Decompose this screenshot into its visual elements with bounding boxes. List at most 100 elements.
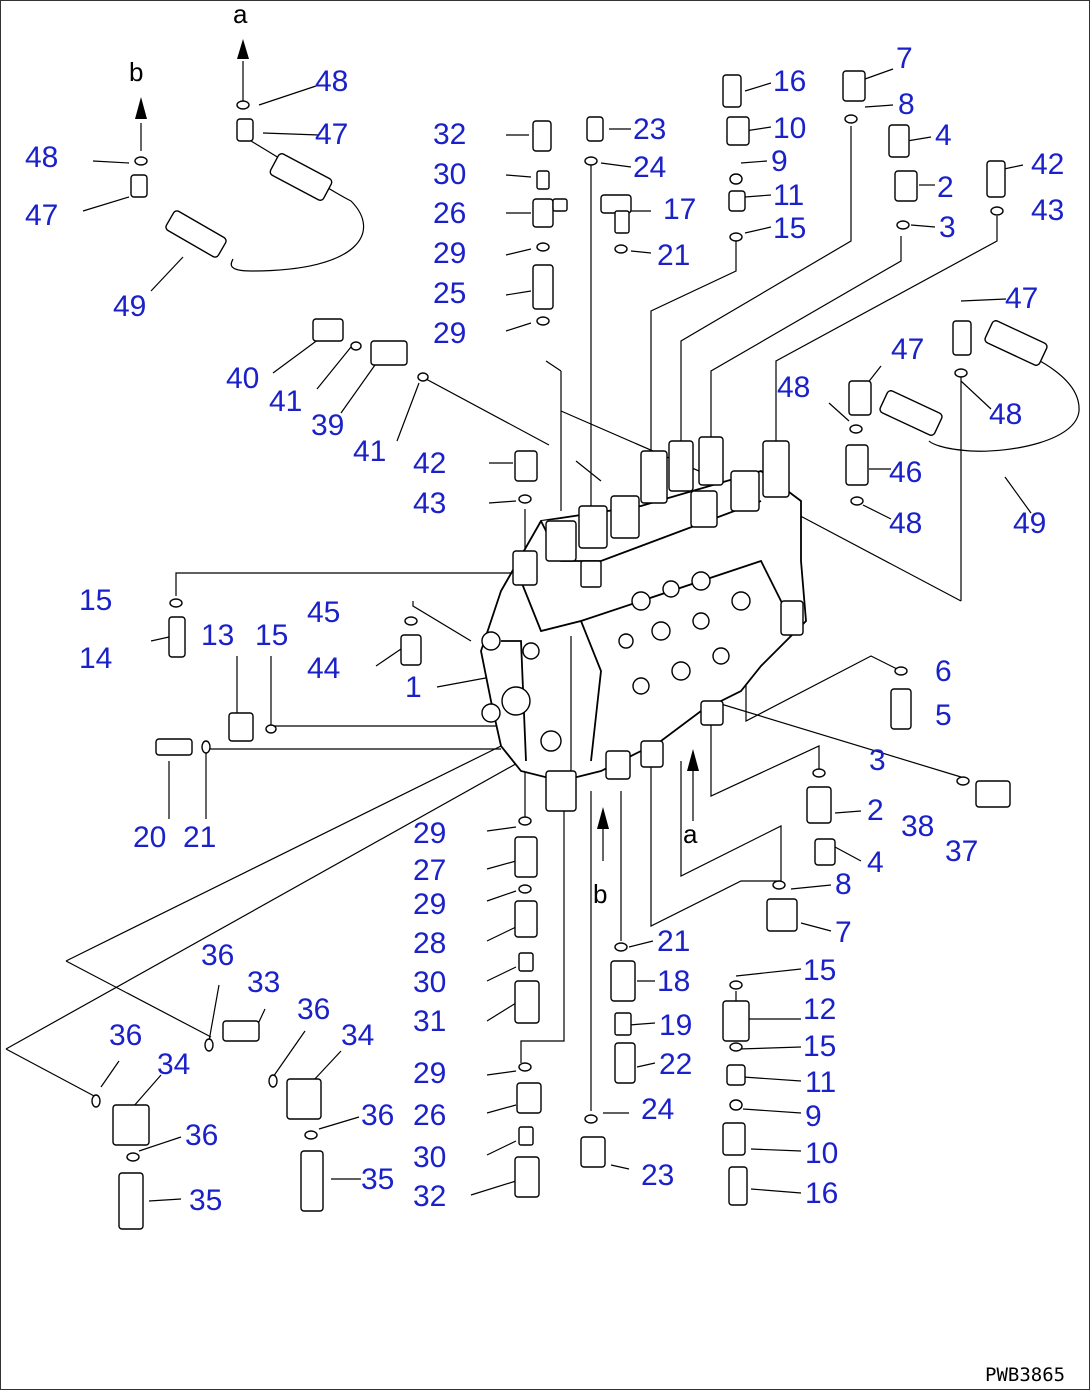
part-callout-40: 40 [226, 362, 259, 395]
part-callout-27: 27 [413, 854, 446, 887]
part-callout-47: 47 [1005, 282, 1038, 315]
part-callout-12: 12 [803, 993, 836, 1026]
part-callout-42: 42 [1031, 148, 1064, 181]
part-callout-30: 30 [433, 158, 466, 191]
part-callout-41: 41 [269, 385, 302, 418]
part-callout-21: 21 [657, 239, 690, 272]
reference-a-top: a [233, 1, 248, 29]
part-callout-48: 48 [25, 141, 58, 174]
reference-a-bottom: a [683, 819, 698, 849]
part-callout-30: 30 [413, 1141, 446, 1174]
part-callout-34: 34 [157, 1048, 190, 1081]
part-callout-17: 17 [663, 193, 696, 226]
part-callout-13: 13 [201, 619, 234, 652]
part-callout-2: 2 [937, 171, 954, 204]
part-callout-4: 4 [935, 119, 952, 152]
arrow-up-icon [687, 749, 699, 771]
part-callout-15: 15 [255, 619, 288, 652]
part-callout-35: 35 [361, 1163, 394, 1196]
part-callout-29: 29 [413, 888, 446, 921]
part-callout-7: 7 [835, 916, 852, 949]
part-callout-36: 36 [297, 993, 330, 1026]
part-callout-48: 48 [777, 371, 810, 404]
part-callout-3: 3 [869, 744, 886, 777]
part-callout-48: 48 [889, 507, 922, 540]
part-callout-8: 8 [835, 868, 852, 901]
reference-b-top: b [129, 57, 143, 87]
part-callout-38: 38 [901, 810, 934, 843]
part-callout-31: 31 [413, 1005, 446, 1038]
part-callout-49: 49 [1013, 507, 1046, 540]
part-callout-10: 10 [773, 112, 806, 145]
part-callout-9: 9 [771, 145, 788, 178]
reference-b-bottom: b [593, 879, 607, 909]
part-callout-24: 24 [633, 151, 666, 184]
part-callout-39: 39 [311, 409, 344, 442]
part-callout-32: 32 [433, 118, 466, 151]
part-callout-36: 36 [201, 939, 234, 972]
part-callout-4: 4 [867, 846, 884, 879]
part-callout-44: 44 [307, 652, 340, 685]
part-callout-36: 36 [185, 1119, 218, 1152]
part-callout-49: 49 [113, 290, 146, 323]
part-callout-41: 41 [353, 435, 386, 468]
part-number-callouts: 4847484749323026292529232417211610911157… [25, 42, 1064, 1217]
part-callout-8: 8 [898, 88, 915, 121]
part-callout-5: 5 [935, 699, 952, 732]
reference-arrows [135, 39, 699, 829]
part-callout-36: 36 [109, 1019, 142, 1052]
part-callout-7: 7 [896, 42, 913, 75]
drawing-code: PWB3865 [985, 1364, 1065, 1386]
part-callout-32: 32 [413, 1180, 446, 1213]
part-callout-29: 29 [433, 317, 466, 350]
part-callout-15: 15 [803, 1030, 836, 1063]
reference-letters: a b a b [129, 1, 698, 909]
part-callout-42: 42 [413, 447, 446, 480]
part-callout-11: 11 [805, 1066, 836, 1099]
part-callout-48: 48 [315, 65, 348, 98]
part-callout-16: 16 [805, 1177, 838, 1210]
part-callout-11: 11 [773, 179, 804, 212]
part-callout-26: 26 [433, 197, 466, 230]
part-callout-23: 23 [641, 1159, 674, 1192]
part-callout-20: 20 [133, 821, 166, 854]
part-callout-47: 47 [315, 118, 348, 151]
part-callout-29: 29 [413, 817, 446, 850]
part-callout-24: 24 [641, 1093, 674, 1126]
part-callout-28: 28 [413, 927, 446, 960]
part-callout-30: 30 [413, 966, 446, 999]
part-callout-14: 14 [79, 642, 112, 675]
part-callout-2: 2 [867, 794, 884, 827]
arrow-up-icon [237, 39, 249, 59]
part-callout-15: 15 [773, 212, 806, 245]
part-callout-15: 15 [79, 584, 112, 617]
part-callout-19: 19 [659, 1009, 692, 1042]
part-callout-6: 6 [935, 655, 952, 688]
part-callout-26: 26 [413, 1099, 446, 1132]
part-callout-22: 22 [659, 1048, 692, 1081]
part-callout-23: 23 [633, 113, 666, 146]
part-callout-18: 18 [657, 965, 690, 998]
arrow-up-icon [135, 97, 147, 119]
arrow-up-icon [597, 807, 609, 829]
part-callout-46: 46 [889, 456, 922, 489]
part-callout-35: 35 [189, 1184, 222, 1217]
part-callout-9: 9 [805, 1100, 822, 1133]
part-callout-43: 43 [413, 487, 446, 520]
part-callout-21: 21 [657, 925, 690, 958]
part-callout-15: 15 [803, 954, 836, 987]
part-callout-47: 47 [25, 199, 58, 232]
part-callout-3: 3 [939, 211, 956, 244]
part-callout-21: 21 [183, 821, 216, 854]
control-valve-body [480, 436, 807, 812]
part-callout-34: 34 [341, 1019, 374, 1052]
part-callout-25: 25 [433, 277, 466, 310]
part-callout-29: 29 [433, 237, 466, 270]
fittings [91, 70, 1048, 1230]
part-callout-10: 10 [805, 1137, 838, 1170]
part-callout-29: 29 [413, 1057, 446, 1090]
part-callout-37: 37 [945, 835, 978, 868]
part-callout-36: 36 [361, 1099, 394, 1132]
